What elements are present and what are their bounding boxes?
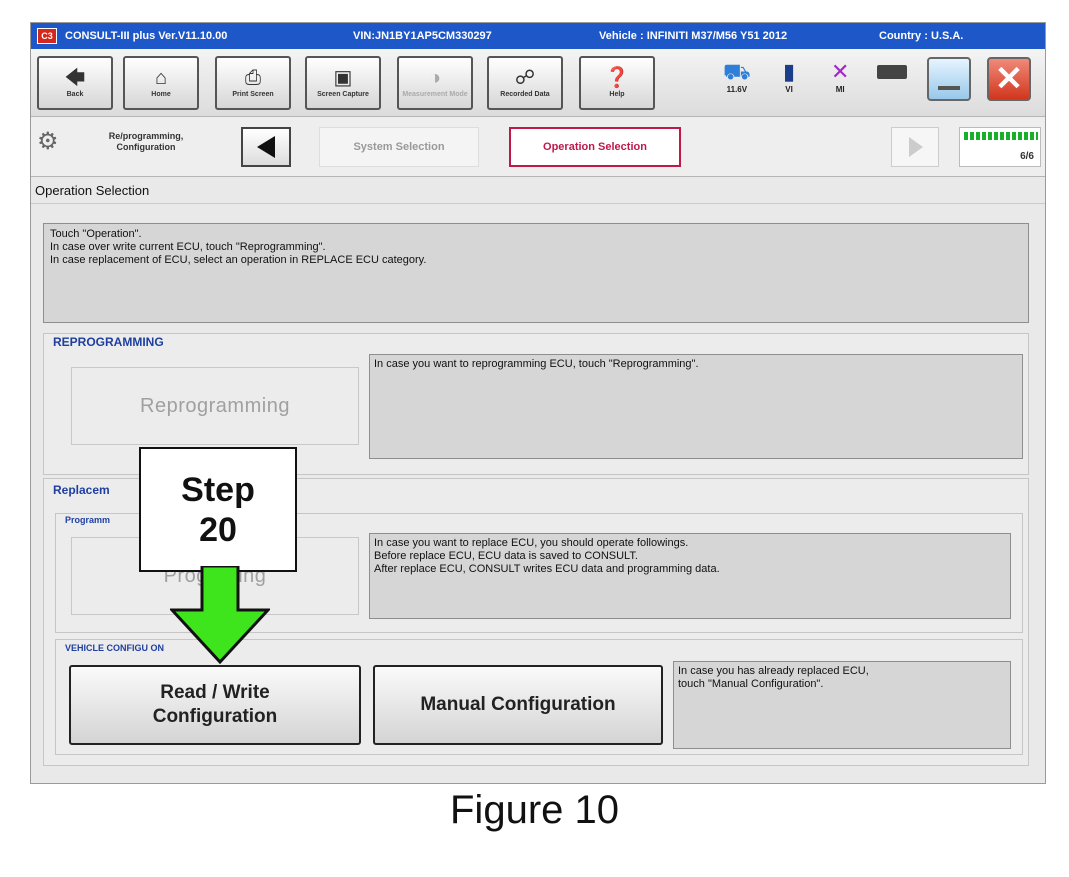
replacement-title: Replacem xyxy=(53,483,110,497)
vi-signal-icon: ▮ xyxy=(783,59,796,84)
screen-capture-button[interactable]: ▣ Screen Capture xyxy=(305,56,381,110)
title-bar: C3 CONSULT-III plus Ver.V11.10.00 VIN:JN… xyxy=(31,23,1045,49)
home-icon: ⌂ xyxy=(154,67,168,89)
step-callout: Step 20 xyxy=(139,447,297,572)
reprogramming-desc: In case you want to reprogramming ECU, t… xyxy=(369,354,1023,459)
measure-icon: ◑ xyxy=(428,67,442,89)
navigation-bar: ⚙ Re/programming, Configuration System S… xyxy=(31,117,1045,177)
car-battery-icon: ⛟ xyxy=(723,59,751,84)
green-down-arrow-icon xyxy=(170,566,270,664)
back-button[interactable]: 🡄 Back xyxy=(37,56,113,110)
help-icon: ❓ xyxy=(604,67,630,89)
divider xyxy=(31,203,1045,204)
programming-desc: In case you want to replace ECU, you sho… xyxy=(369,533,1011,619)
reprogramming-gear-icon: ⚙ xyxy=(37,128,59,155)
close-icon: ✕ xyxy=(994,60,1024,98)
recorded-data-button[interactable]: ☍ Recorded Data xyxy=(487,56,563,110)
manual-configuration-button[interactable]: Manual Configuration xyxy=(373,665,663,745)
manual-configuration-desc: In case you has already replaced ECU, to… xyxy=(673,661,1011,749)
section-label: Re/programming, Configuration xyxy=(108,131,184,152)
nav-back-button[interactable] xyxy=(241,127,291,167)
app-version: CONSULT-III plus Ver.V11.10.00 xyxy=(65,30,228,42)
reprogramming-title: REPROGRAMMING xyxy=(53,335,164,349)
battery-icon xyxy=(877,65,907,79)
print-screen-button[interactable]: ⎙ Print Screen xyxy=(215,56,291,110)
battery-status: ⛟ 11.6V xyxy=(723,59,751,94)
help-button[interactable]: ❓ Help xyxy=(579,56,655,110)
country-text: Country : U.S.A. xyxy=(879,30,964,42)
consult-logo-icon: C3 xyxy=(37,28,57,44)
back-arrow-icon: 🡄 xyxy=(64,67,86,89)
minimize-button[interactable] xyxy=(927,57,971,101)
nav-forward-button[interactable] xyxy=(891,127,939,167)
progress-bar xyxy=(964,132,1038,140)
crumb-operation-selection[interactable]: Operation Selection xyxy=(509,127,681,167)
instruction-box: Touch "Operation". In case over write cu… xyxy=(43,223,1029,323)
progress-count: 6/6 xyxy=(1020,151,1034,162)
programming-subtitle: Programm xyxy=(65,515,111,525)
printer-icon: ⎙ xyxy=(245,67,261,89)
step-progress: 6/6 xyxy=(959,127,1041,167)
page-title: Operation Selection xyxy=(35,183,150,198)
recorded-data-icon: ☍ xyxy=(514,67,536,89)
vi-status: ▮ VI xyxy=(783,59,796,94)
close-button[interactable]: ✕ xyxy=(987,57,1031,101)
consult-window: C3 CONSULT-III plus Ver.V11.10.00 VIN:JN… xyxy=(30,22,1046,784)
crumb-system-selection[interactable]: System Selection xyxy=(319,127,479,167)
figure-caption: Figure 10 xyxy=(450,788,619,832)
toolbar: 🡄 Back ⌂ Home ⎙ Print Screen ▣ Screen Ca… xyxy=(31,49,1045,117)
home-button[interactable]: ⌂ Home xyxy=(123,56,199,110)
reprogramming-button[interactable]: Reprogramming xyxy=(71,367,359,445)
mi-status: ✕ MI xyxy=(831,59,850,94)
vehicle-text: Vehicle : INFINITI M37/M56 Y51 2012 xyxy=(599,30,788,42)
measurement-mode-button[interactable]: ◑ Measurement Mode xyxy=(397,56,473,110)
vehicle-configuration-subtitle: VEHICLE CONFIGU ON xyxy=(65,643,165,653)
mi-disconnected-icon: ✕ xyxy=(831,59,850,84)
vin-text: VIN:JN1BY1AP5CM330297 xyxy=(353,30,492,42)
camera-icon: ▣ xyxy=(333,67,353,89)
